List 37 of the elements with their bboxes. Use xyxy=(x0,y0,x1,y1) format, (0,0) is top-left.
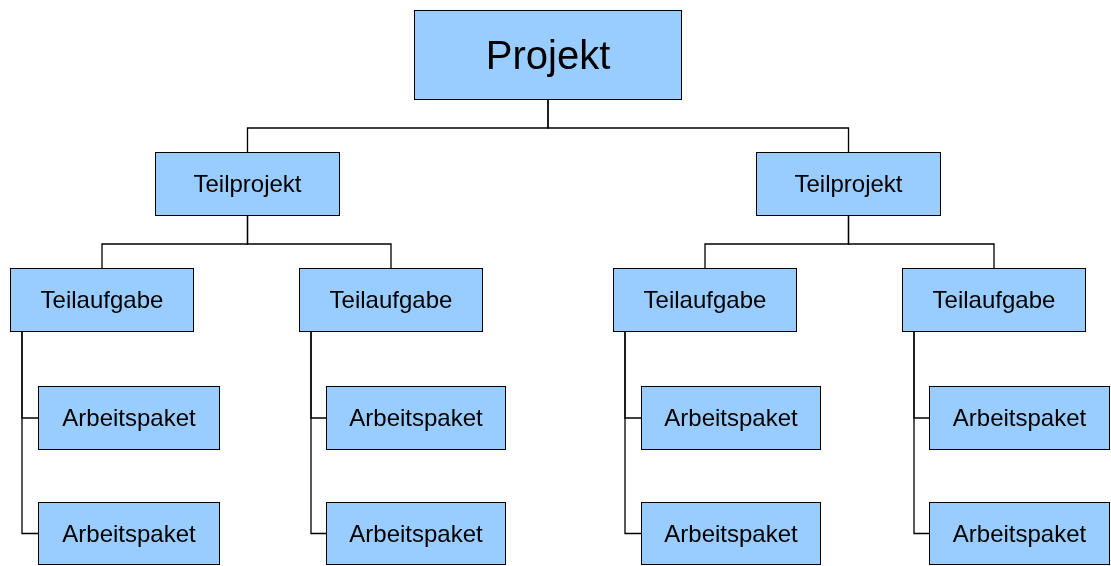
hierarchy-box xyxy=(613,268,797,332)
connector-line xyxy=(913,331,930,535)
hierarchy-box xyxy=(10,268,194,332)
box-label: Projekt xyxy=(485,32,611,78)
box-label: Arbeitspaket xyxy=(62,519,196,548)
hierarchy-box xyxy=(756,152,941,216)
connector-line xyxy=(547,99,850,153)
hierarchy-box xyxy=(641,386,821,450)
hierarchy-box xyxy=(38,502,220,565)
box-label: Arbeitspaket xyxy=(349,519,483,548)
connector-line xyxy=(847,215,995,269)
box-label: Teilprojekt xyxy=(193,170,302,198)
hierarchy-box xyxy=(641,502,821,565)
box-label: Arbeitspaket xyxy=(349,404,483,432)
box-label: Teilprojekt xyxy=(794,170,903,198)
hierarchy-box xyxy=(299,268,483,332)
hierarchy-box xyxy=(929,386,1110,450)
hierarchy-box xyxy=(902,268,1086,332)
hierarchy-box xyxy=(326,502,506,565)
hierarchy-box xyxy=(414,10,682,100)
box-label: Teilaufgabe xyxy=(643,286,767,314)
connector-line xyxy=(21,331,39,535)
box-label: Arbeitspaket xyxy=(62,404,196,432)
box-label: Arbeitspaket xyxy=(952,404,1087,432)
hierarchy-box xyxy=(326,386,506,450)
box-label: Teilaufgabe xyxy=(40,286,164,314)
box-label: Teilaufgabe xyxy=(932,286,1056,314)
box-label: Arbeitspaket xyxy=(664,519,798,548)
box-label: Arbeitspaket xyxy=(952,519,1087,548)
box-label: Arbeitspaket xyxy=(664,404,798,432)
connector-line xyxy=(246,215,392,269)
connector-line xyxy=(310,331,327,535)
box-label: Teilaufgabe xyxy=(329,286,453,314)
hierarchy-box xyxy=(155,152,340,216)
hierarchy-box xyxy=(929,502,1110,565)
hierarchy-box xyxy=(38,386,220,450)
connector-line xyxy=(624,331,642,535)
